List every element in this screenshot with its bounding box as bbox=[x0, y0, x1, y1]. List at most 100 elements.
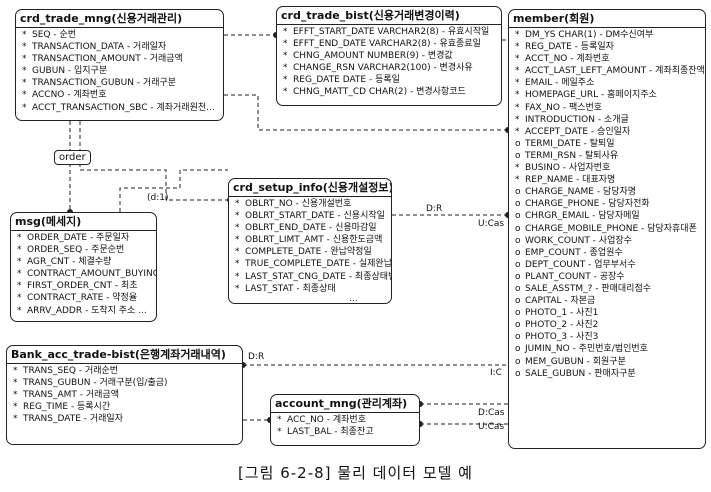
rel-label-setup-dr: D:R bbox=[426, 204, 443, 214]
attribute-item: *REG_DATE DATE - 등록일 bbox=[277, 74, 501, 86]
attribute-text: MEM_GUBUN - 회원구분 bbox=[525, 356, 626, 367]
attribute-list: *DM_YS CHAR(1) - DM수신여부*REG_DATE - 등록일자*… bbox=[509, 28, 705, 380]
attribute-item: *TRANS_AMT - 거래금액 bbox=[7, 389, 242, 401]
attribute-marker: * bbox=[13, 414, 18, 425]
entity-msg[interactable]: msg(메세지) *ORDER_DATE - 주문일자*ORDER_SEQ - … bbox=[10, 212, 157, 322]
attribute-text: ACCT_LAST_LEFT_AMOUNT - 계좌최종잔액 bbox=[525, 66, 705, 77]
attribute-item: o DEPT_COUNT - 업무부서수 bbox=[509, 259, 705, 271]
attribute-text: TERMI_DATE - 탈퇴일 bbox=[525, 138, 615, 149]
attribute-text: GUBUN - 입지구분 bbox=[32, 66, 108, 77]
attribute-text: DEPT_COUNT - 업무부서수 bbox=[525, 259, 636, 270]
attribute-marker: o bbox=[515, 259, 521, 270]
attribute-text: INTRODUCTION - 소개글 bbox=[525, 114, 629, 125]
attribute-list: *TRANS_SEQ - 거래순번 * TRANS_GUBUN - 거래구분(입/출… bbox=[7, 364, 242, 425]
attribute-text: DM_YS CHAR(1) - DM수신여부 bbox=[525, 30, 654, 40]
attribute-marker: o bbox=[515, 296, 521, 307]
attribute-item: *TRANSACTION_GUBUN - 거래구분 bbox=[16, 77, 223, 89]
attribute-text: REP_NAME - 대표자명 bbox=[525, 175, 616, 186]
attribute-marker: * bbox=[515, 163, 520, 174]
rel-mng-member bbox=[224, 94, 508, 131]
attribute-item: * LAST_BAL - 최종잔고 bbox=[271, 426, 419, 438]
attribute-text: TRANS_GUBUN - 거래구분(입/출금) bbox=[23, 378, 168, 389]
rel-label-setup-ucas: U:Cas bbox=[478, 219, 505, 229]
attribute-item: *BUSINO - 사업자번호 bbox=[509, 162, 705, 174]
attribute-text: LAST_BAL - 최종잔고 bbox=[287, 427, 374, 438]
attribute-item: * AGR_CNT - 체결수량 bbox=[11, 256, 156, 268]
attribute-item: *TRANS_SEQ - 거래순번 bbox=[7, 365, 242, 377]
entity-crd-setup-info[interactable]: crd_setup_info(신용개설정보) *OBLRT_NO - 신용개설번… bbox=[228, 178, 392, 304]
rel-label-d1: (d:1) bbox=[147, 193, 169, 203]
entity-title: crd_setup_info(신용개설정보) bbox=[233, 181, 392, 194]
entity-bank-acc-trade-bist[interactable]: Bank_acc_trade-bist(은행계좌거래내역) *TRANS_SEQ… bbox=[6, 345, 243, 445]
attribute-marker: * bbox=[235, 283, 240, 294]
attribute-item: *OBLRT_LIMT_AMT - 신용한도금액 bbox=[229, 234, 391, 246]
attribute-marker: o bbox=[515, 320, 521, 331]
attribute-marker: * bbox=[515, 54, 520, 65]
attribute-marker: * bbox=[235, 223, 240, 234]
attribute-marker: * bbox=[235, 199, 240, 209]
attribute-text: ACCEPT_DATE - 승인일자 bbox=[525, 126, 631, 137]
attribute-marker: * bbox=[235, 211, 240, 222]
attribute-text: TERMI_RSN - 탈퇴사유 bbox=[525, 150, 619, 161]
attribute-marker: o bbox=[515, 199, 521, 210]
attribute-text: REG_DATE DATE - 등록일 bbox=[293, 75, 400, 86]
attribute-marker: * bbox=[283, 63, 288, 74]
attribute-text: ACC_NO - 계좌번호 bbox=[287, 415, 366, 425]
attribute-text: TRANS_AMT - 거래금액 bbox=[23, 390, 119, 401]
attribute-item: *EFFT_START_DATE VARCHAR2(8) - 유효시작일 bbox=[277, 26, 501, 38]
attribute-item: *OBLRT_START_DATE - 신용시작일 bbox=[229, 210, 391, 222]
entity-crd-trade-mng[interactable]: crd_trade_mng(신용거래관리) *SEQ - 순번*TRANSACT… bbox=[15, 9, 224, 121]
rel-msg-member bbox=[119, 169, 228, 212]
entity-account-mng[interactable]: account_mng(관리계좌) *ACC_NO - 계좌번호*LAST_BA… bbox=[270, 394, 420, 446]
attribute-text: TRANSACTION_AMOUNT - 거래금액 bbox=[32, 54, 183, 65]
attribute-marker: * bbox=[515, 90, 520, 101]
attribute-text: AGR_CNT - 체결수량 bbox=[27, 257, 112, 268]
attribute-marker: * bbox=[515, 78, 520, 89]
attribute-marker: * bbox=[22, 102, 27, 113]
attribute-marker: o bbox=[515, 235, 521, 246]
attribute-marker: o bbox=[515, 332, 521, 343]
attribute-text: TRANSACTION_DATA - 거래일자 bbox=[32, 42, 167, 53]
attribute-list: *OBLRT_NO - 신용개설번호*OBLRT_START_DATE - 신용… bbox=[229, 197, 391, 295]
attribute-item: *SEQ - 순번 bbox=[16, 29, 223, 41]
attribute-marker: o bbox=[515, 150, 521, 161]
attribute-marker: * bbox=[17, 257, 22, 268]
attribute-text: PHOTO_1 - 사진1 bbox=[525, 308, 599, 319]
attribute-marker: * bbox=[22, 66, 27, 77]
attribute-marker: * bbox=[515, 30, 520, 40]
attribute-marker: * bbox=[235, 235, 240, 246]
entity-member[interactable]: member(회원) *DM_YS CHAR(1) - DM수신여부*REG_D… bbox=[508, 9, 706, 449]
attribute-text: COMPLETE_DATE - 완납약정일 bbox=[245, 247, 372, 258]
attribute-item: * HOMEPAGE_URL - 홈페이지주소 bbox=[509, 89, 705, 101]
entity-crd-trade-bist[interactable]: crd_trade_bist(신용거래변경이력) *EFFT_START_DAT… bbox=[276, 6, 502, 106]
entity-divider bbox=[229, 196, 391, 197]
attribute-marker: o bbox=[515, 247, 521, 258]
attribute-item: *ORDER_DATE - 주문일자 bbox=[11, 232, 156, 244]
attribute-marker: * bbox=[277, 427, 282, 438]
attribute-text: ACCT_TRANSACTION_SBC - 계좌거래원천... bbox=[32, 102, 215, 113]
attribute-marker: o bbox=[515, 211, 521, 222]
attribute-item: *EMAIL - 메일주소 bbox=[509, 77, 705, 89]
attribute-item: *TRANSACTION_AMOUNT - 거래금액 bbox=[16, 53, 223, 65]
attribute-marker: * bbox=[515, 42, 520, 53]
attribute-item: *ORDER_SEQ - 주문순번 bbox=[11, 244, 156, 256]
attribute-marker: o bbox=[515, 187, 521, 198]
attribute-list: *EFFT_START_DATE VARCHAR2(8) - 유효시작일*EFF… bbox=[277, 25, 501, 99]
attribute-marker: * bbox=[17, 233, 22, 243]
attribute-item: *OBLRT_NO - 신용개설번호 bbox=[229, 198, 391, 210]
attribute-marker: * bbox=[17, 245, 22, 256]
attribute-item: *ACCEPT_DATE - 승인일자 bbox=[509, 126, 705, 138]
entity-divider bbox=[11, 230, 156, 231]
attribute-text: OBLRT_END_DATE - 신용마감일 bbox=[245, 223, 377, 234]
attribute-text: HOMEPAGE_URL - 홈페이지주소 bbox=[525, 90, 657, 101]
attribute-marker: o bbox=[515, 223, 521, 234]
attribute-marker: o bbox=[515, 271, 521, 282]
attribute-marker: * bbox=[283, 51, 288, 62]
attribute-item: * GUBUN - 입지구분 bbox=[16, 65, 223, 77]
attribute-more: ... bbox=[349, 293, 358, 304]
